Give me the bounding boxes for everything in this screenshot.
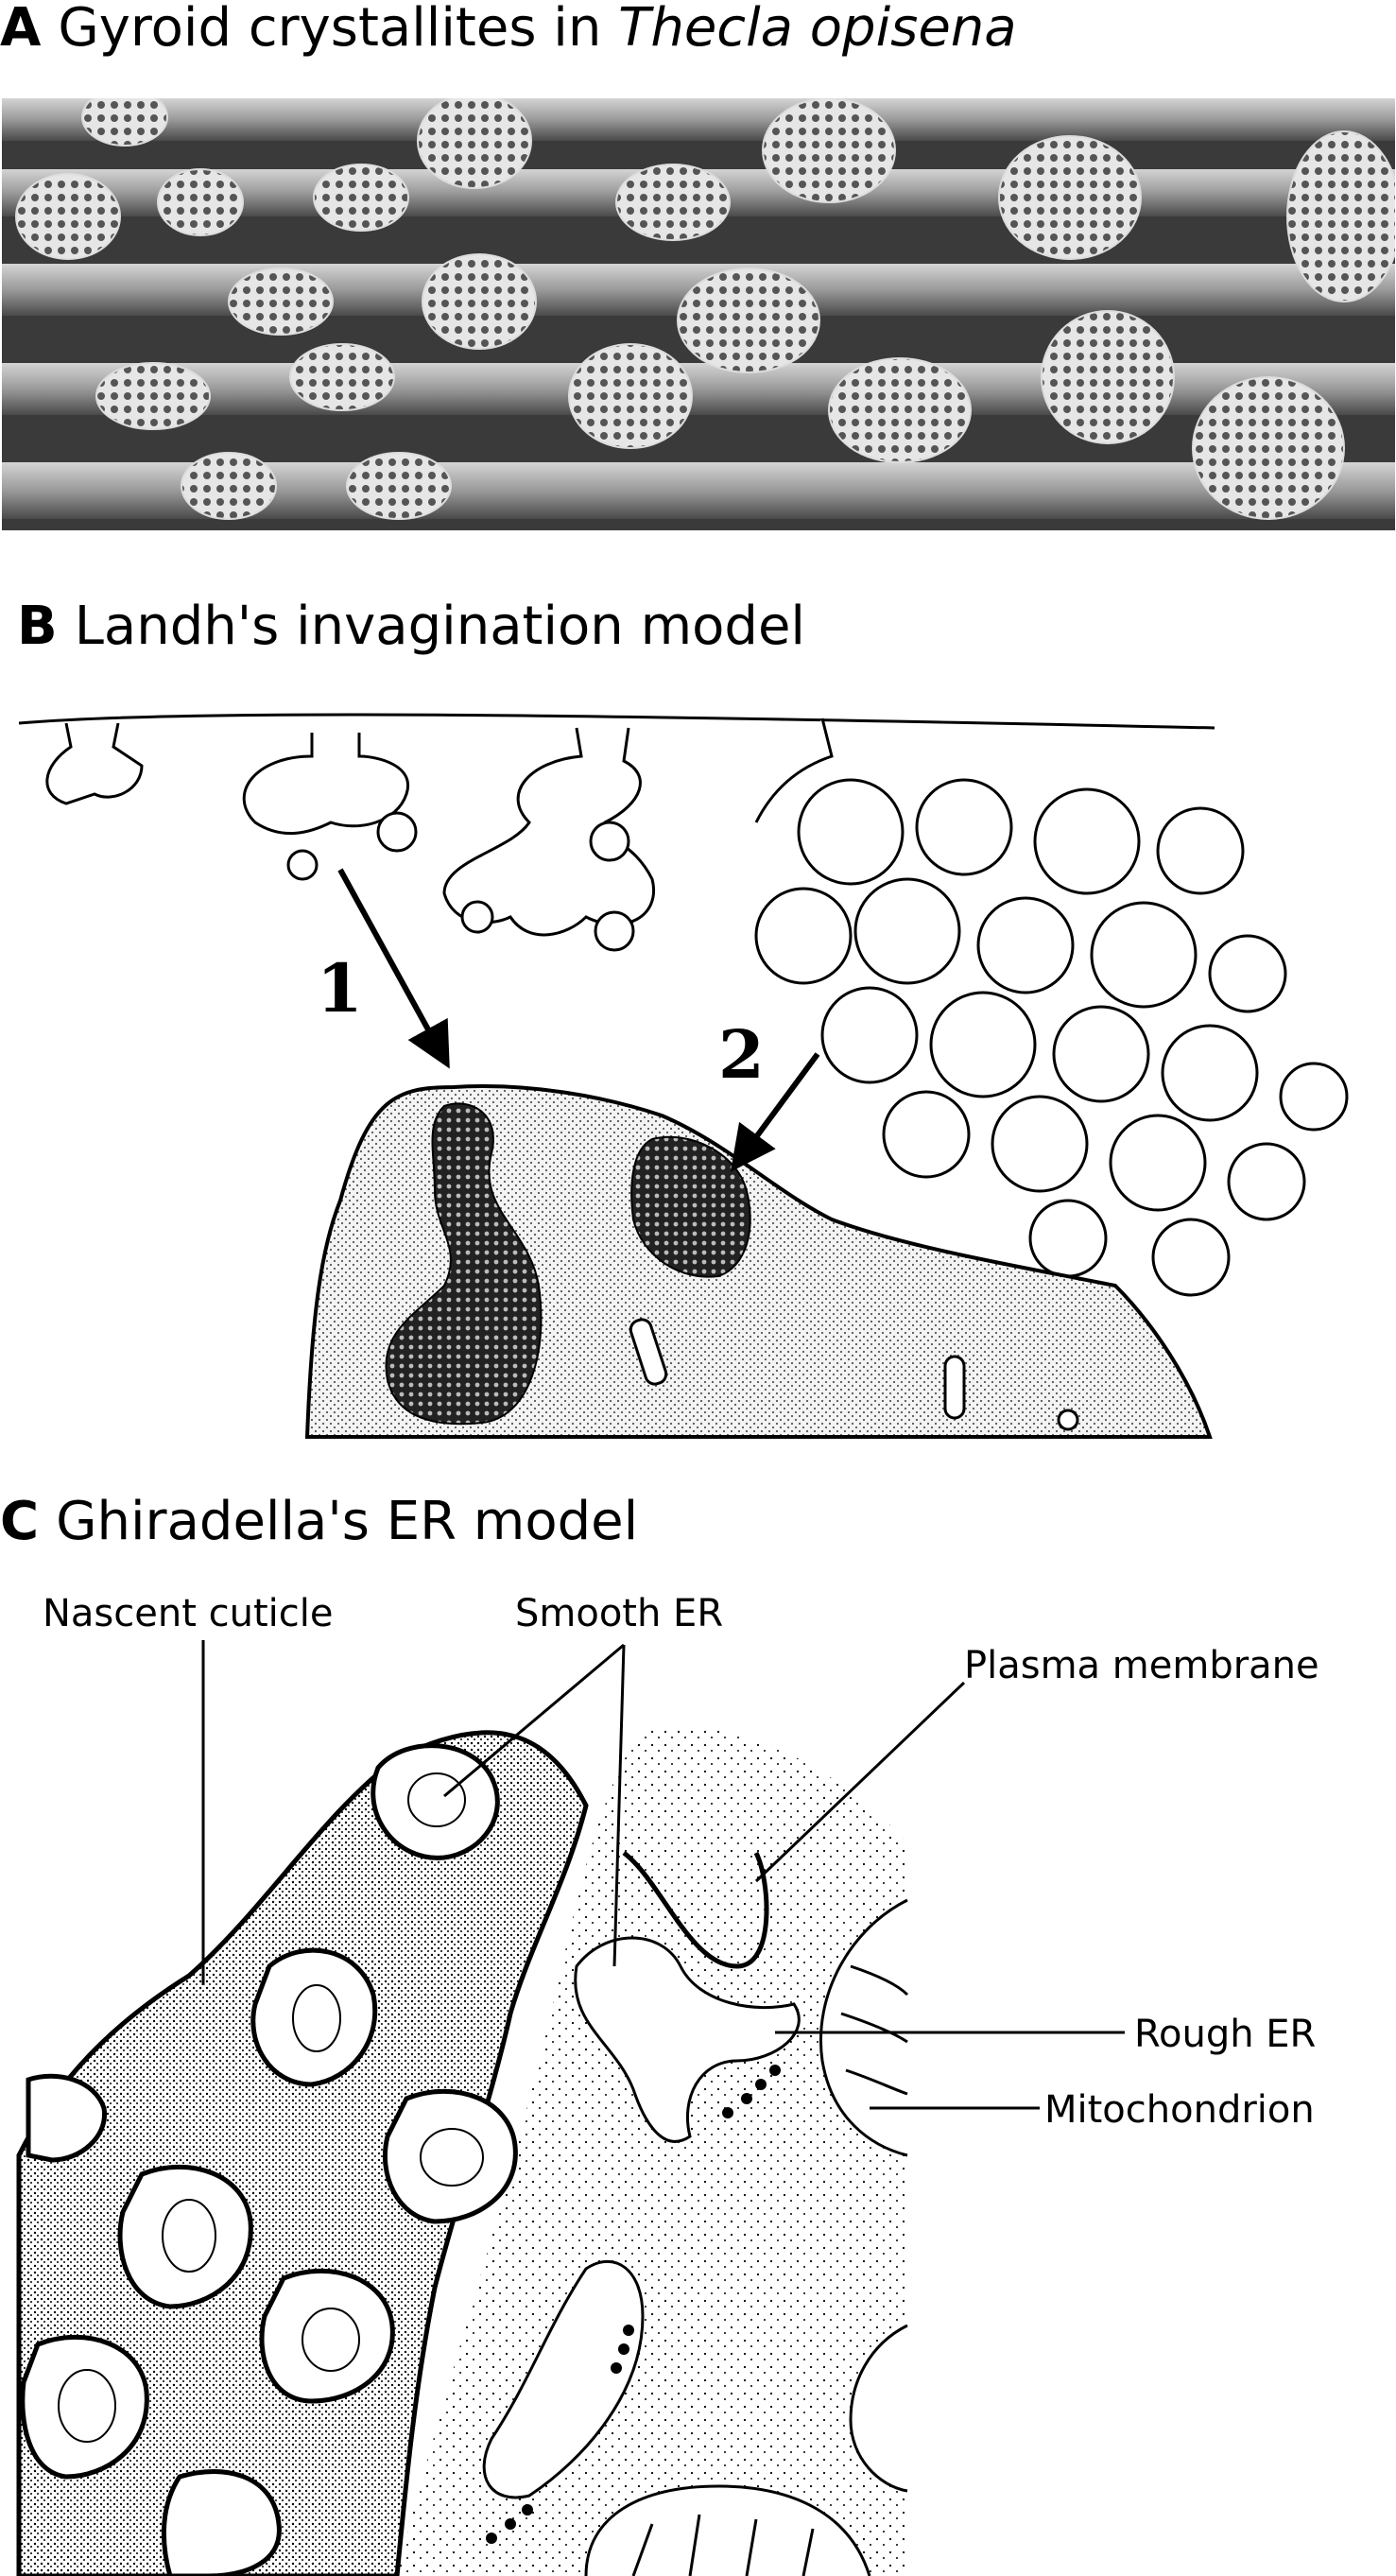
panel-b-letter: B bbox=[17, 596, 58, 657]
smooth-er-lumens bbox=[58, 1772, 484, 2443]
smooth-er-lower bbox=[482, 2259, 645, 2499]
arrow-2-line bbox=[730, 1052, 820, 1172]
panel-c-letter: C bbox=[0, 1491, 40, 1552]
ghiradella-er-drawing: Nascent cuticle Smooth ER Plasma membran… bbox=[16, 1592, 1319, 2576]
arrow-1-number: 1 bbox=[317, 949, 363, 1028]
sem-crystallites bbox=[15, 98, 1395, 520]
sem-micrograph bbox=[2, 98, 1395, 530]
mitochondria bbox=[584, 1898, 909, 2576]
landh-invagination-drawing: 1 2 bbox=[18, 713, 1349, 1439]
plasma-membrane bbox=[622, 1851, 769, 1969]
label-mitochondrion: Mitochondrion bbox=[1044, 2088, 1315, 2132]
nascent-cuticle-region bbox=[16, 1730, 589, 2576]
label-plasma-membrane: Plasma membrane bbox=[964, 1644, 1319, 1687]
label-smooth-er: Smooth ER bbox=[515, 1592, 723, 1635]
label-rough-er: Rough ER bbox=[1134, 2013, 1316, 2056]
arrow-2-number: 2 bbox=[718, 1015, 765, 1094]
panel-b-title-text: Landh's invagination model bbox=[74, 596, 805, 657]
rough-er-ribosomes bbox=[486, 2065, 781, 2544]
panel-a-title-text: Gyroid crystallites in bbox=[58, 0, 619, 59]
membrane-line bbox=[18, 713, 1215, 730]
dense-region-1 bbox=[385, 1102, 543, 1426]
leader-lines bbox=[201, 1640, 1125, 2110]
gyroid-network bbox=[754, 778, 1349, 1297]
cytoplasm bbox=[397, 1725, 907, 2576]
panel-a-species: Thecla opisena bbox=[618, 0, 1017, 59]
smooth-er-channel bbox=[574, 1936, 801, 2143]
arrow-1-line bbox=[337, 868, 450, 1069]
dense-region-2 bbox=[630, 1135, 751, 1278]
sem-ridges bbox=[2, 98, 1395, 519]
label-nascent-cuticle: Nascent cuticle bbox=[43, 1592, 333, 1635]
invagination-stages bbox=[45, 717, 834, 952]
panel-a-letter: A bbox=[0, 0, 42, 59]
panel-c-title-text: Ghiradella's ER model bbox=[56, 1491, 639, 1552]
smooth-er-vesicles bbox=[20, 1743, 518, 2576]
small-inclusions bbox=[629, 1318, 1079, 1431]
